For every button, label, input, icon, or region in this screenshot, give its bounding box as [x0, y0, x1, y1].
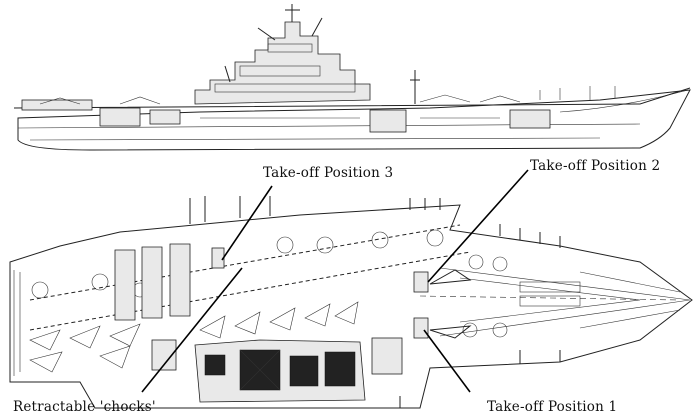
label-takeoff-position-3: Take-off Position 3 — [263, 165, 393, 181]
plan-view — [9, 196, 693, 409]
side-elevation-view — [13, 4, 691, 151]
leader-takeoff-2 — [427, 169, 529, 283]
leader-chocks — [141, 267, 243, 393]
leader-takeoff-3 — [221, 185, 273, 261]
leader-takeoff-1 — [423, 329, 471, 393]
island-plan — [194, 339, 366, 403]
leader-lines — [141, 169, 529, 393]
label-takeoff-position-2: Take-off Position 2 — [530, 158, 660, 174]
label-retractable-chocks: Retractable 'chocks' — [13, 399, 156, 415]
label-takeoff-position-1: Take-off Position 1 — [487, 399, 617, 415]
